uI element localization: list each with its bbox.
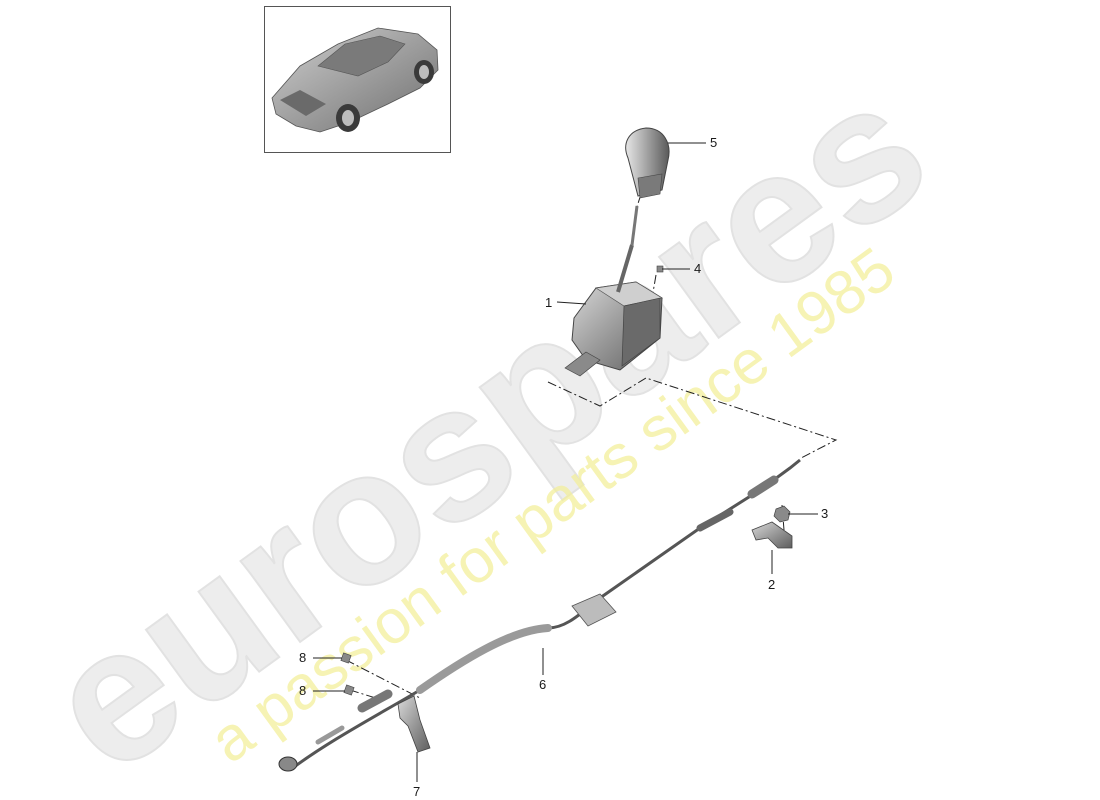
callout-7: 7: [413, 784, 420, 799]
callout-6: 6: [539, 677, 546, 692]
watermark-brand: eurospares: [9, 40, 962, 800]
vehicle-thumbnail: [264, 6, 451, 153]
callout-4: 4: [694, 261, 701, 276]
callout-1: 1: [545, 295, 552, 310]
callout-3: 3: [821, 506, 828, 521]
car-illustration: [271, 27, 439, 133]
bracket-2: [751, 521, 793, 549]
callout-2: 2: [768, 577, 775, 592]
callout-8a: 8: [299, 650, 306, 665]
gear-selector-housing: [564, 205, 663, 377]
callout-8b: 8: [299, 683, 306, 698]
nut-3: [773, 505, 791, 523]
shift-cable: [278, 458, 801, 772]
bolts-8: [340, 652, 355, 696]
watermark: eurospares a passion for parts since 198…: [8, 39, 963, 800]
callouts: 1 2 3 4 5 6 7 8 8: [299, 135, 828, 799]
bracket-7: [397, 695, 431, 753]
gear-knob: [625, 127, 670, 199]
callout-5: 5: [710, 135, 717, 150]
leader-lines: [313, 142, 818, 782]
